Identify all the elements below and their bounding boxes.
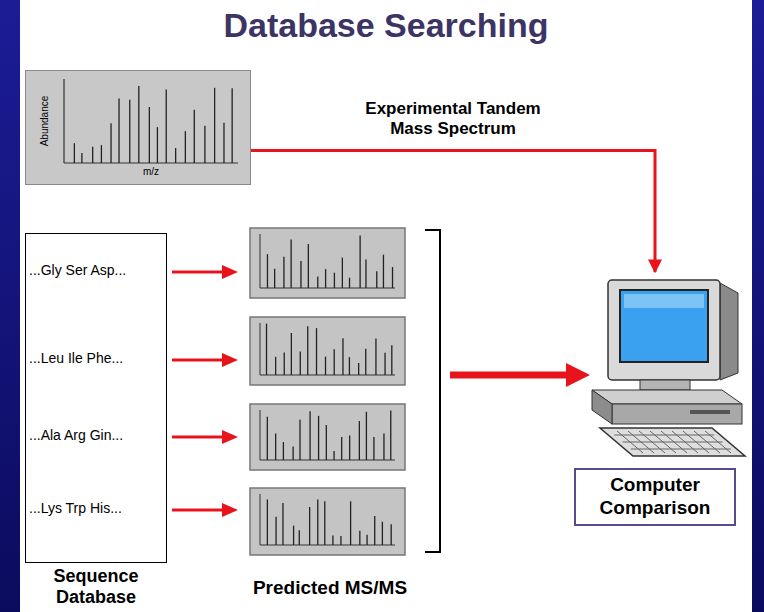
database-heading: Sequence Database — [26, 566, 166, 607]
bracket — [425, 230, 440, 552]
sequence-row: ...Lys Trp His... — [29, 500, 122, 516]
predicted-spectra — [250, 228, 405, 555]
sequence-row: ...Leu Ile Phe... — [29, 350, 123, 366]
process-box: Computer Comparison — [574, 468, 736, 526]
computer-node: Computer Comparison — [565, 272, 745, 534]
sequence-row: ...Ala Arg Gin... — [29, 427, 123, 443]
edge-label: Experimental Tandem Mass Spectrum — [348, 99, 558, 138]
flow-arrow — [251, 151, 655, 273]
sequence-row: ...Gly Ser Asp... — [29, 262, 126, 278]
database-box: ...Gly Ser Asp... ...Leu Ile Phe... ...Ala… — [25, 233, 167, 563]
white-panel — [20, 0, 752, 612]
spectrum-plot — [26, 71, 249, 183]
row-arrows — [172, 265, 238, 517]
axis-label: Abundance — [39, 95, 50, 148]
column-caption: Predicted MS/MS — [253, 577, 407, 599]
thick-arrow — [450, 363, 590, 387]
computer-illustration — [592, 280, 745, 456]
axis-label: m/z — [142, 166, 160, 177]
slide-title: Database Searching — [20, 6, 752, 45]
spectrum-panel: Abundance m/z — [25, 70, 251, 185]
